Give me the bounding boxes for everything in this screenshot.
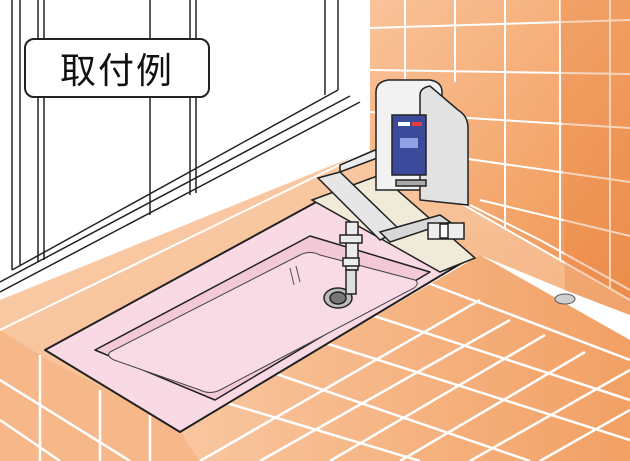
- water-heater-unit: [375, 79, 469, 206]
- caption-label: 取付例: [24, 38, 210, 98]
- faucet: [316, 171, 465, 243]
- tub-right-face: [180, 255, 630, 461]
- floor-grout: [0, 278, 630, 461]
- wall-grout: [369, 0, 630, 300]
- circulation-fitting: [323, 269, 357, 309]
- tiled-wall: [370, 0, 630, 315]
- corner-shadow: [560, 0, 630, 315]
- caption-text: 取付例: [59, 51, 174, 92]
- floor-drain: [554, 293, 576, 305]
